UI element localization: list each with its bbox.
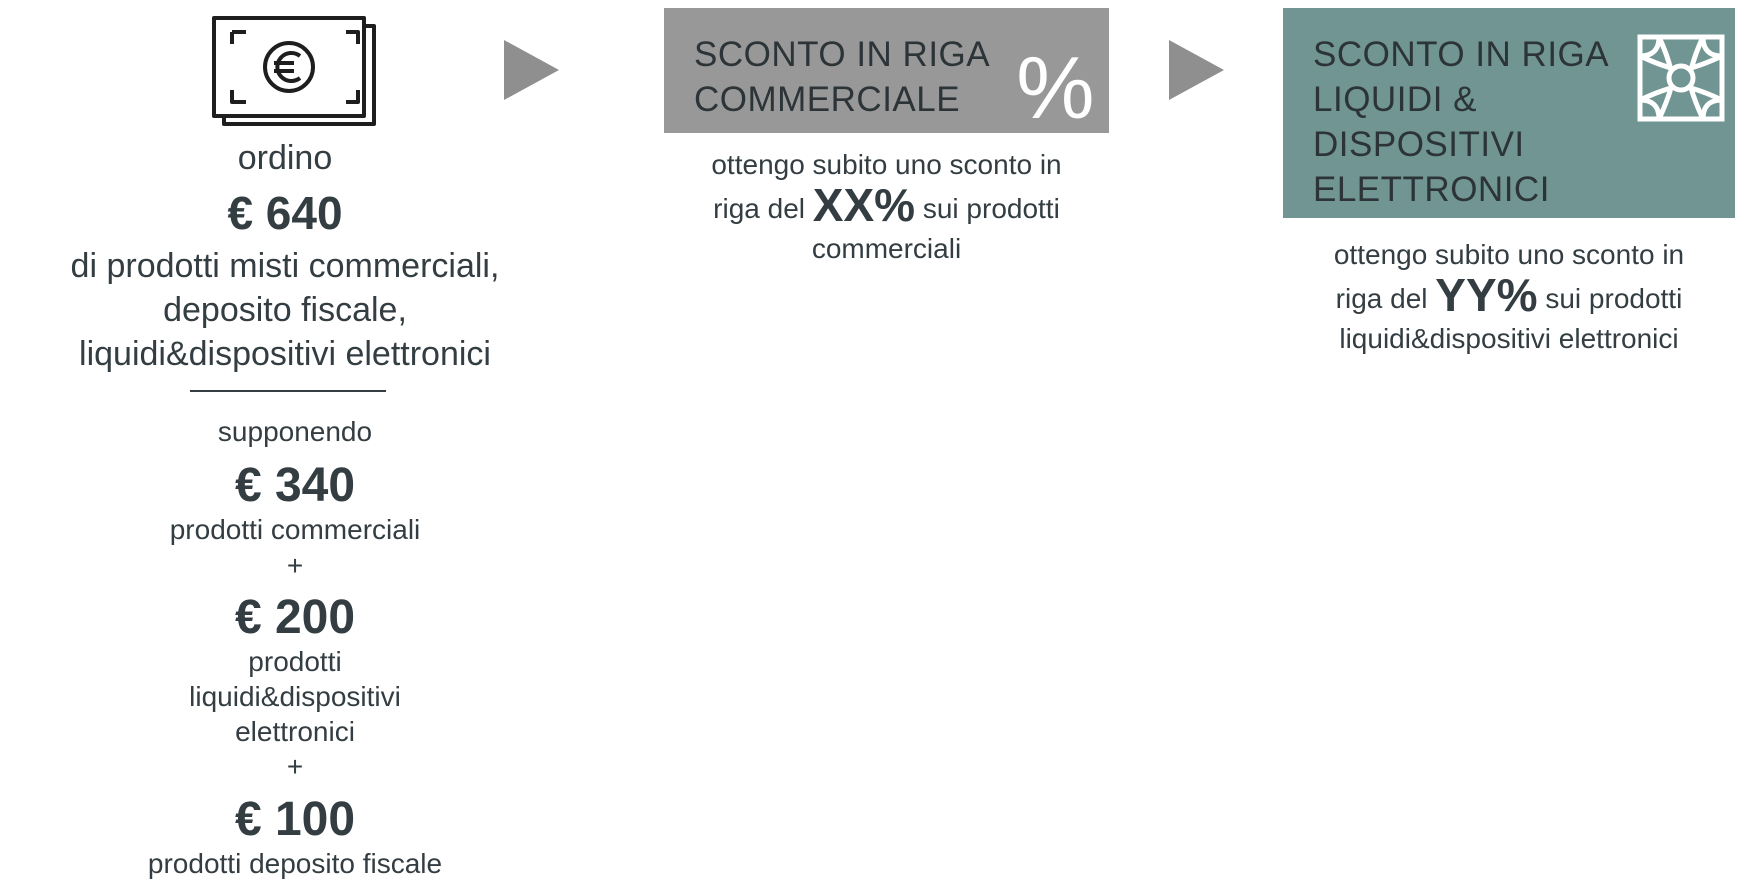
- liquid-title-line-2: LIQUIDI &: [1313, 80, 1477, 119]
- vape-grid-icon: [1637, 34, 1725, 122]
- order-description-line-2: deposito fiscale,: [163, 291, 407, 329]
- commercial-discount-description: ottengo subito uno sconto in riga del XX…: [664, 145, 1109, 269]
- order-label: ordino: [237, 139, 333, 177]
- fiscal-label: prodotti deposito fiscale: [147, 848, 443, 879]
- liquid-desc-line-1: ottengo subito uno sconto in: [1333, 239, 1685, 270]
- liquids-label-line-2: liquidi&dispositivi: [189, 681, 401, 712]
- percent-icon: %: [1016, 38, 1095, 137]
- liquid-desc-line-2: riga del YY% sui prodotti: [1283, 272, 1735, 319]
- commercial-title-line-2: COMMERCIALE: [694, 80, 961, 119]
- liquid-desc-line-3: liquidi&dispositivi elettronici: [1339, 323, 1679, 354]
- order-description-line-3: liquidi&dispositivi elettronici: [79, 335, 491, 373]
- liquids-label-line-1: prodotti: [248, 646, 342, 677]
- order-amount: € 640: [227, 187, 343, 239]
- commercial-discount-box: SCONTO IN RIGA COMMERCIALE %: [664, 8, 1109, 133]
- liquid-discount-description: ottengo subito uno sconto in riga del YY…: [1283, 235, 1735, 359]
- commercial-label: prodotti commerciali: [169, 514, 421, 545]
- liquid-discount-percent: YY%: [1435, 269, 1538, 321]
- plus-sign-2: +: [286, 751, 304, 782]
- plus-sign-1: +: [286, 550, 304, 581]
- commercial-desc-post: sui prodotti: [922, 193, 1060, 224]
- order-description-line-1: di prodotti misti commerciali,: [70, 247, 500, 285]
- liquid-title-line-4: ELETTRONICI: [1313, 170, 1550, 209]
- liquid-discount-box: SCONTO IN RIGA LIQUIDI & DISPOSITIVI ELE…: [1283, 8, 1735, 218]
- liquid-title-line-1: SCONTO IN RIGA: [1313, 35, 1610, 74]
- liquids-label-line-3: elettronici: [235, 716, 355, 747]
- liquid-desc-post: sui prodotti: [1545, 283, 1683, 314]
- liquids-amount: € 200: [234, 591, 356, 644]
- liquid-desc-pre: riga del: [1335, 283, 1428, 314]
- arrow-right-icon: [1169, 40, 1224, 100]
- liquid-title-line-3: DISPOSITIVI: [1313, 125, 1525, 164]
- commercial-discount-percent: XX%: [812, 179, 916, 231]
- breakdown-intro: supponendo: [217, 416, 373, 447]
- liquid-discount-title: SCONTO IN RIGA LIQUIDI & DISPOSITIVI ELE…: [1313, 32, 1643, 212]
- commercial-title-line-1: SCONTO IN RIGA: [694, 35, 991, 74]
- commercial-amount: € 340: [234, 459, 356, 512]
- fiscal-amount: € 100: [234, 793, 356, 846]
- arrow-right-icon: [504, 40, 559, 100]
- commercial-desc-line-3: commerciali: [811, 233, 962, 264]
- commercial-desc-line-1: ottengo subito uno sconto in: [711, 149, 1062, 180]
- divider: [190, 390, 386, 392]
- euro-banknote-icon: [212, 16, 376, 126]
- commercial-desc-line-2: riga del XX% sui prodotti: [664, 182, 1109, 229]
- commercial-discount-title: SCONTO IN RIGA COMMERCIALE: [694, 32, 1024, 122]
- commercial-desc-pre: riga del: [713, 193, 806, 224]
